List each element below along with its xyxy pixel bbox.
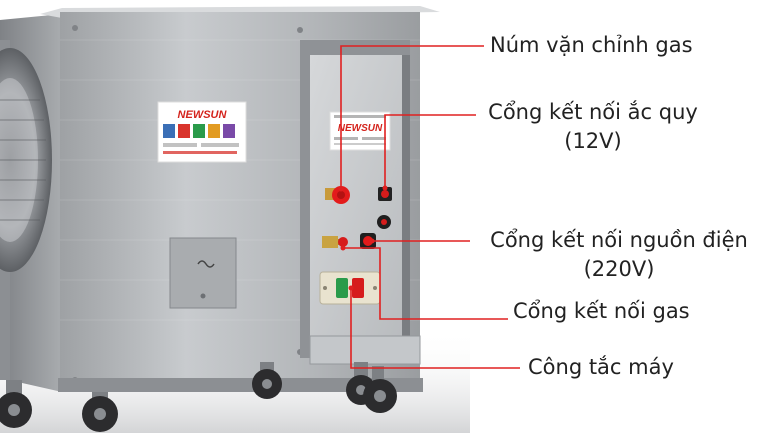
leader-lines	[340, 45, 520, 369]
callout-gas-port-line-1: Cổng kết nối gas	[513, 299, 690, 323]
callout-battery-port-line-2: (12V)	[564, 129, 622, 153]
callout-gas-knob-line-1: Núm vặn chỉnh gas	[490, 33, 693, 57]
gas-knob-part	[325, 186, 350, 204]
callout-gas-port: Cổng kết nối gas	[513, 297, 690, 326]
leader-dots	[338, 185, 388, 291]
callout-power-port: Cổng kết nối nguồn điện (220V)	[474, 226, 764, 284]
callout-battery-port-line-1: Cổng kết nối ắc quy	[488, 100, 698, 124]
callout-machine-switch: Công tắc máy	[528, 353, 674, 382]
front-sticker: NEWSUN	[157, 101, 247, 163]
callout-machine-switch-line-1: Công tắc máy	[528, 355, 674, 379]
panel-sticker-logo: NEWSUN	[338, 123, 383, 134]
casters	[0, 362, 397, 432]
gas-port-part	[322, 236, 348, 248]
cabinet-left-side	[0, 14, 62, 392]
sticker-logo: NEWSUN	[178, 109, 228, 121]
callout-power-port-line-1: Cổng kết nối nguồn điện	[490, 228, 748, 252]
power-port-part	[360, 215, 391, 249]
inspection-door	[169, 237, 237, 309]
battery-port-part	[378, 187, 392, 201]
panel-sticker: NEWSUN	[329, 111, 391, 151]
callout-gas-knob: Núm vặn chỉnh gas	[490, 31, 693, 60]
cabinet-base	[58, 378, 423, 392]
callout-power-port-line-2: (220V)	[583, 257, 655, 281]
callout-battery-port: Cổng kết nối ắc quy (12V)	[482, 98, 704, 156]
